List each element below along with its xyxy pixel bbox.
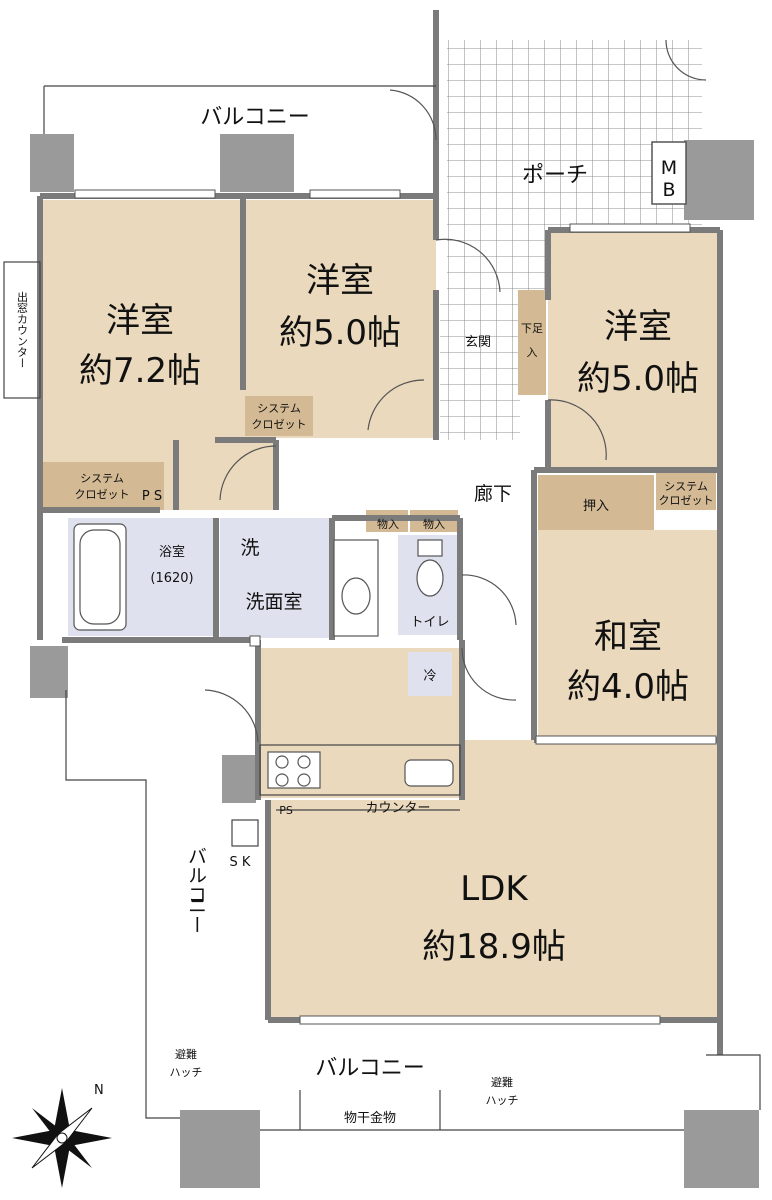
oshiire-closet (538, 475, 654, 530)
ps-label: P S (142, 489, 162, 504)
mb-box (651, 141, 687, 205)
japanese-size: 約4.0帖 (567, 667, 689, 707)
oshiire-label: 押入 (583, 499, 609, 514)
laundry-rod-label: 物干金物 (344, 1110, 396, 1126)
entrance-label: 玄関 (465, 335, 491, 350)
ldk-name: LDK (460, 869, 529, 909)
western-c-name: 洋室 (604, 307, 672, 347)
washroom (220, 518, 332, 638)
balcony-side-label-2: ニー (185, 896, 207, 934)
closet-c-label-1: システム (664, 480, 708, 493)
storage-label-2: 物入 (423, 517, 445, 531)
shoe-label-2: 入 (527, 346, 538, 359)
toilet-label: トイレ (410, 615, 449, 630)
closet-a-label-2: クロゼット (75, 488, 130, 501)
western-room-c (548, 232, 720, 468)
porch-tile-area-lower (447, 230, 547, 300)
closet-a-label-1: システム (80, 472, 124, 485)
balcony-bottom-label: バルコニー (315, 1056, 425, 1081)
mb-label-b: B (662, 179, 675, 201)
north-label: N (94, 1083, 104, 1098)
sk-label: S K (230, 855, 251, 870)
door-arcs (204, 39, 707, 743)
japanese-room (538, 530, 720, 740)
column (180, 1110, 260, 1188)
hatch-left-label-1: 避難 (175, 1047, 197, 1061)
japanese-name: 和室 (594, 617, 662, 657)
western-c-size: 約5.0帖 (577, 359, 699, 399)
closet-b-label-1: システム (257, 402, 301, 415)
bath-size: (1620) (150, 571, 193, 586)
balcony-top-label: バルコニー (200, 105, 310, 130)
shoe-closet (518, 290, 546, 395)
ps-small-label: PS (279, 804, 293, 817)
corridor-label: 廊下 (474, 483, 512, 505)
storage-label-1: 物入 (377, 517, 399, 531)
porch-label: ポーチ (522, 163, 588, 188)
windows (74, 189, 717, 1025)
entrance-tile-area (440, 300, 520, 440)
column (30, 646, 68, 698)
western-a-name: 洋室 (106, 301, 174, 341)
washroom-label: 洗面室 (245, 591, 302, 613)
closet-c-label-2: クロゼット (659, 494, 714, 507)
hatch-left-label-2: ハッチ (170, 1066, 203, 1079)
closet-b-label-2: クロゼット (252, 418, 307, 431)
bay-counter-label: 出窓カウンター (16, 290, 29, 368)
mb-label-m: M (661, 157, 677, 179)
closet-western-a (42, 462, 164, 510)
balcony-side-label: バルコ (185, 847, 207, 904)
hall-space (176, 440, 276, 510)
hatch-right-label-1: 避難 (491, 1075, 513, 1089)
counter-label: カウンター (365, 801, 430, 816)
thin-lines (3, 85, 761, 1131)
western-b-name: 洋室 (306, 261, 374, 301)
ldk-size: 約18.9帖 (422, 927, 566, 967)
wash-mark: 洗 (240, 537, 259, 559)
north-compass-icon (12, 1088, 112, 1188)
fridge-space (408, 652, 452, 696)
fixtures (73, 523, 454, 789)
column (684, 140, 754, 220)
western-a-size: 約7.2帖 (79, 351, 201, 391)
shoe-label-1: 下足 (521, 322, 543, 335)
fridge-label: 冷 (423, 669, 436, 684)
column (30, 134, 74, 192)
column (684, 1110, 759, 1188)
column (220, 134, 294, 192)
closet-western-c (656, 470, 716, 510)
western-b-size: 約5.0帖 (279, 313, 401, 353)
closet-western-b (245, 396, 313, 436)
bath-name: 浴室 (159, 544, 185, 560)
hatch-right-label-2: ハッチ (486, 1094, 519, 1107)
column (222, 755, 256, 803)
